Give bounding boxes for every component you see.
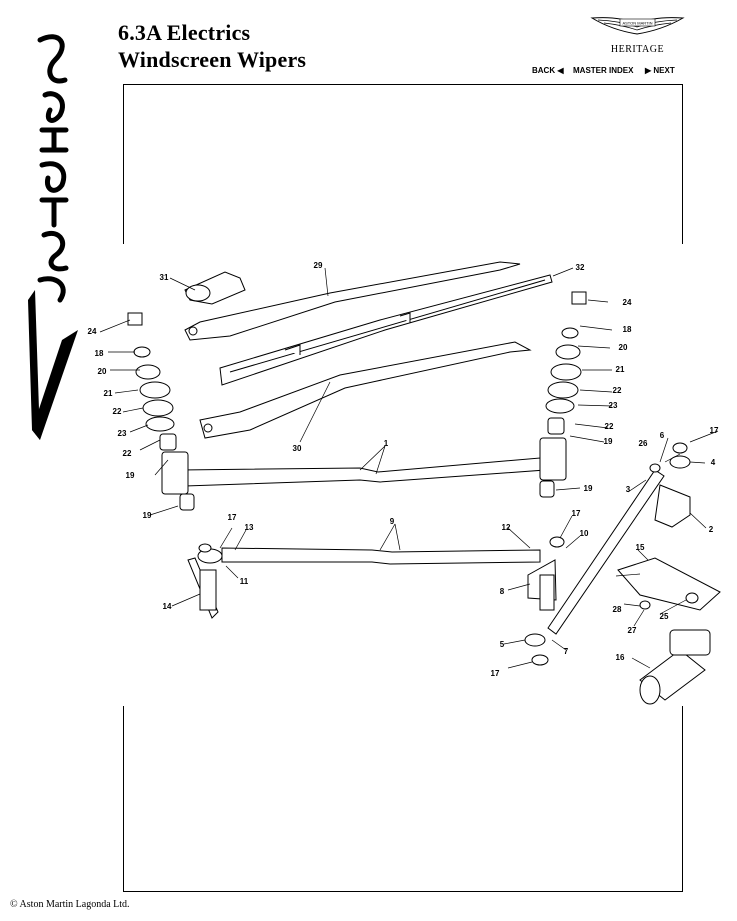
callout-17c: 17 xyxy=(710,426,719,435)
callout-28: 28 xyxy=(613,605,622,614)
back-link[interactable]: BACK ◀ xyxy=(532,66,564,75)
callout-20a: 20 xyxy=(98,367,107,376)
callout-23b: 23 xyxy=(609,401,618,410)
callout-17a: 17 xyxy=(228,513,237,522)
callout-22a: 22 xyxy=(113,407,122,416)
copyright: © Aston Martin Lagonda Ltd. xyxy=(10,899,130,910)
callout-27: 27 xyxy=(628,626,637,635)
callout-8: 8 xyxy=(500,587,505,596)
callout-17d: 17 xyxy=(491,669,500,678)
section-title: 6.3A Electrics xyxy=(118,20,251,45)
callout-15: 15 xyxy=(636,543,645,552)
callout-21b: 21 xyxy=(616,365,625,374)
callout-11: 11 xyxy=(240,577,249,586)
callout-25: 25 xyxy=(660,612,669,621)
callout-31: 31 xyxy=(160,273,169,282)
callout-14: 14 xyxy=(163,602,172,611)
callout-3: 3 xyxy=(626,485,631,494)
callout-24b: 24 xyxy=(623,298,632,307)
callout-4: 4 xyxy=(711,458,716,467)
callout-22b: 22 xyxy=(123,449,132,458)
callout-1: 1 xyxy=(384,439,389,448)
callout-12: 12 xyxy=(502,523,511,532)
callout-5: 5 xyxy=(500,640,505,649)
callout-10: 10 xyxy=(580,529,589,538)
callout-19c: 19 xyxy=(604,437,613,446)
callout-24a: 24 xyxy=(88,327,97,336)
master-index-link[interactable]: MASTER INDEX xyxy=(573,66,634,75)
callout-21a: 21 xyxy=(104,389,113,398)
callout-9: 9 xyxy=(390,517,395,526)
callout-19b: 19 xyxy=(143,511,152,520)
callout-13: 13 xyxy=(245,523,254,532)
callout-7: 7 xyxy=(564,647,569,656)
callout-30: 30 xyxy=(293,444,302,453)
callout-17b: 17 xyxy=(572,509,581,518)
brand-text: ASTON MARTIN xyxy=(622,21,652,26)
callout-23a: 23 xyxy=(118,429,127,438)
callout-labels: 1 2 3 4 5 6 7 8 9 10 11 12 13 14 15 16 1… xyxy=(88,261,719,678)
callout-19a: 19 xyxy=(126,471,135,480)
callout-2: 2 xyxy=(709,525,714,534)
aston-martin-wings-logo: ASTON MARTIN xyxy=(590,10,685,45)
callout-19d: 19 xyxy=(584,484,593,493)
callout-22d: 22 xyxy=(605,422,614,431)
callout-6: 6 xyxy=(660,431,665,440)
callout-18a: 18 xyxy=(95,349,104,358)
callout-18b: 18 xyxy=(623,325,632,334)
callout-22c: 22 xyxy=(613,386,622,395)
next-link[interactable]: ▶ NEXT xyxy=(645,66,675,75)
callout-32: 32 xyxy=(576,263,585,272)
wiper-exploded-diagram: 1 2 3 4 5 6 7 8 9 10 11 12 13 14 15 16 1… xyxy=(88,261,721,705)
vantage-logo xyxy=(28,34,78,440)
callout-20b: 20 xyxy=(619,343,628,352)
page-title: Windscreen Wipers xyxy=(118,47,307,72)
heritage-label: HERITAGE xyxy=(610,44,665,55)
callout-16: 16 xyxy=(616,653,625,662)
callout-26: 26 xyxy=(639,439,648,448)
callout-29: 29 xyxy=(314,261,323,270)
